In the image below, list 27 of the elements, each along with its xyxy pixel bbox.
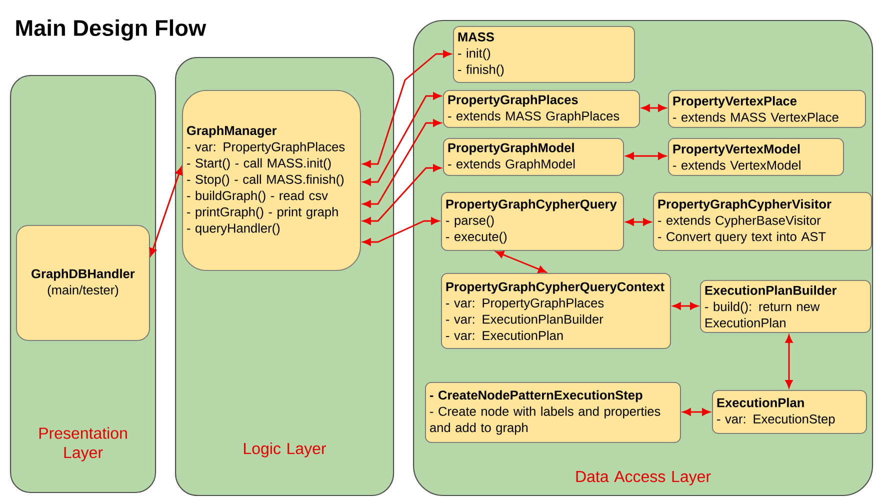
arrow <box>362 217 440 246</box>
class-box: PropertyGraphCypherVisitor - extends CypherBaseVisitor - Convert query text into AST <box>653 192 872 251</box>
class-box: PropertyGraphModel - extends GraphModel <box>443 138 624 176</box>
class-box: PropertyGraphCypherQueryContext - var: PropertyGraphPlaces - var: ExecutionPlanBuilder - var: ExecutionPlan <box>441 273 671 349</box>
arrow <box>682 408 710 416</box>
class-box: GraphDBHandler (main/tester) <box>16 225 150 341</box>
class-box: MASS - init() - finish() <box>453 26 635 83</box>
title: Main Design Flow <box>16 19 206 41</box>
arrow <box>362 119 442 208</box>
class-box: PropertyGraphCypherQuery - parse() - execute() <box>441 192 624 251</box>
arrow <box>362 92 442 186</box>
class-box: PropertyGraphPlaces - extends MASS GraphPlaces <box>443 90 640 128</box>
arrow <box>642 104 666 112</box>
arrow <box>672 302 698 310</box>
class-box: GraphManager - var: PropertyGraphPlaces - Start() - call MASS.init() - Stop() - call MASS.finish() - buildGraph() - read csv - printGraph() - print graph - queryHandler() <box>182 90 361 271</box>
arrow <box>362 50 452 168</box>
class-box: PropertyVertexModel - extends VertexModel <box>668 138 844 176</box>
arrow <box>626 218 652 226</box>
class-box: PropertyVertexPlace - extends MASS VertexPlace <box>668 90 866 128</box>
class-box: ExecutionPlan - var: ExecutionStep <box>712 390 867 434</box>
class-box: - CreateNodePatternExecutionStep - Create node with labels and properties and add to graph <box>425 382 681 443</box>
class-box: ExecutionPlanBuilder - build(): return new ExecutionPlan <box>700 280 871 333</box>
arrow <box>496 250 546 273</box>
arrow <box>785 334 793 388</box>
arrow <box>149 166 182 256</box>
arrow <box>362 164 442 225</box>
arrow <box>626 152 666 160</box>
